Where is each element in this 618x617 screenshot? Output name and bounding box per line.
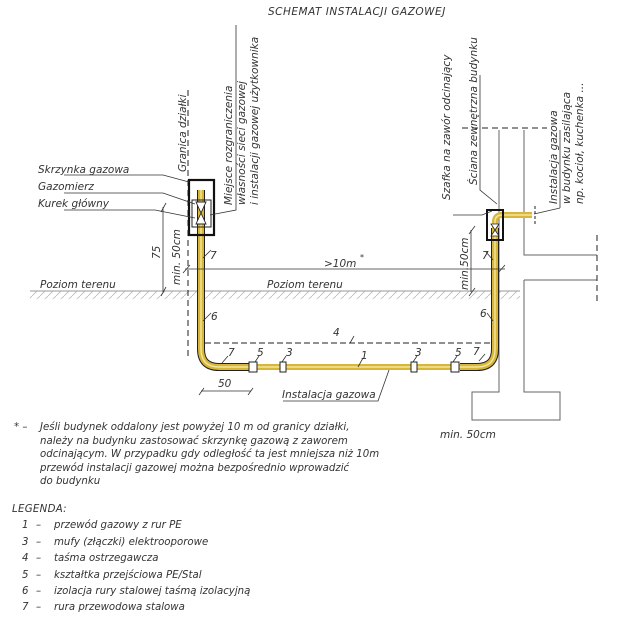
dim-50: 50 (218, 378, 232, 390)
dim-min50-right: min.50cm (459, 238, 471, 291)
label-cabinet: Szafka na zawór odcinający (441, 54, 453, 200)
gas-meter (191, 199, 212, 228)
marker-7: 7 (210, 250, 217, 262)
label-outer-wall: Ściana zewnętrzna budynku (467, 37, 480, 185)
fitting-5-right (450, 361, 460, 373)
marker-4: 4 (333, 327, 340, 339)
label-boundary-2: własności sieci gazowej (236, 81, 248, 205)
legend-text: przewód gazowy z rur PE (54, 520, 182, 532)
legend-item: 1–przewód gazowy z rur PE (12, 518, 250, 534)
marker-5: 5 (455, 347, 462, 359)
legend-text: mufy (złączki) elektrooporowe (54, 536, 209, 548)
legend-item: 7–rura przewodowa stalowa (12, 600, 250, 616)
label-building-install-1: Instalacja gazowa (548, 110, 560, 204)
legend-num: 1 (22, 520, 29, 532)
leader-lines (64, 25, 561, 402)
legend-item: 6–izolacja rury stalowej taśmą izolacyjn… (12, 584, 250, 600)
legend-num: 6 (22, 586, 29, 598)
footnote-star: * – (14, 422, 28, 433)
label-property-boundary: Granica działki (177, 94, 189, 172)
marker-7: 7 (482, 250, 489, 262)
dim-75: 75 (151, 245, 163, 259)
legend: LEGENDA: 1–przewód gazowy z rur PE 3–muf… (12, 502, 250, 617)
fitting-5-left (248, 361, 258, 373)
coupling-3-right (410, 361, 418, 373)
dim-min50-left: min. 50cm (171, 229, 183, 285)
legend-item: 3–mufy (złączki) elektrooporowe (12, 535, 250, 551)
footnote: * – Jeśli budynek oddalony jest powyżej 1… (14, 421, 379, 489)
legend-num: 4 (22, 553, 29, 565)
footnote-line: przewód instalacji gazowej można bezpośr… (40, 462, 350, 474)
diagram-title: SCHEMAT INSTALACJI GAZOWEJ (268, 6, 446, 18)
dim-distance: >10m (324, 258, 356, 270)
legend-text: kształtka przejściowa PE/Stal (54, 569, 202, 581)
footnote-line: należy na budynku zastosować skrzynkę ga… (40, 435, 348, 447)
label-gas-box: Skrzynka gazowa (38, 164, 129, 176)
label-boundary-1: Miejsce rozgraniczenia (223, 86, 235, 205)
marker-7: 7 (228, 347, 235, 359)
gas-box-left (187, 178, 216, 237)
footnote-line: odcinającym. W przypadku gdy odległość t… (40, 449, 380, 461)
marker-5: 5 (257, 347, 264, 359)
marker-7: 7 (473, 346, 480, 358)
legend-text: taśma ostrzegawcza (54, 553, 159, 565)
marker-6: 6 (480, 308, 487, 320)
pipe-fittings (248, 361, 460, 373)
dimension-lines (160, 202, 506, 396)
shutoff-cabinet-right (486, 209, 504, 241)
label-main-valve: Kurek główny (38, 198, 110, 210)
main-valve-icon (195, 201, 207, 225)
legend-num: 7 (22, 602, 29, 614)
label-installation: Instalacja gazowa (282, 389, 376, 401)
shutoff-valve-icon (490, 223, 500, 237)
legend-item: 5–kształtka przejściowa PE/Stal (12, 568, 250, 584)
gas-pipe (197, 190, 536, 371)
legend-item: 4–taśma ostrzegawcza (12, 551, 250, 567)
ground-level (30, 290, 520, 299)
legend-text: rura przewodowa stalowa (54, 602, 185, 614)
legend-title: LEGENDA: (12, 504, 67, 515)
marker-3: 3 (286, 347, 293, 359)
dim-min50-bottom: min. 50cm (440, 429, 496, 441)
label-ground-left: Poziom terenu (40, 279, 116, 291)
dim-distance-star: * (360, 253, 364, 262)
label-gas-meter: Gazomierz (38, 181, 94, 193)
marker-1: 1 (361, 350, 368, 362)
legend-text: izolacja rury stalowej taśmą izolacyjną (54, 586, 251, 598)
label-boundary-3: i instalacji gazowej użytkownika (249, 37, 261, 205)
footnote-line: Jeśli budynek oddalony jest powyżej 10 m… (40, 422, 350, 433)
label-building-install-3: np. kocioł, kuchenka ... (574, 83, 586, 204)
legend-num: 3 (22, 536, 29, 548)
footnote-line: do budynku (40, 476, 101, 488)
marker-3: 3 (415, 347, 422, 359)
coupling-3-left (279, 361, 287, 373)
label-building-install-2: w budynku zasilająca (561, 92, 573, 204)
marker-6: 6 (211, 311, 218, 323)
legend-num: 5 (22, 569, 29, 581)
label-ground-mid: Poziom terenu (267, 279, 343, 291)
